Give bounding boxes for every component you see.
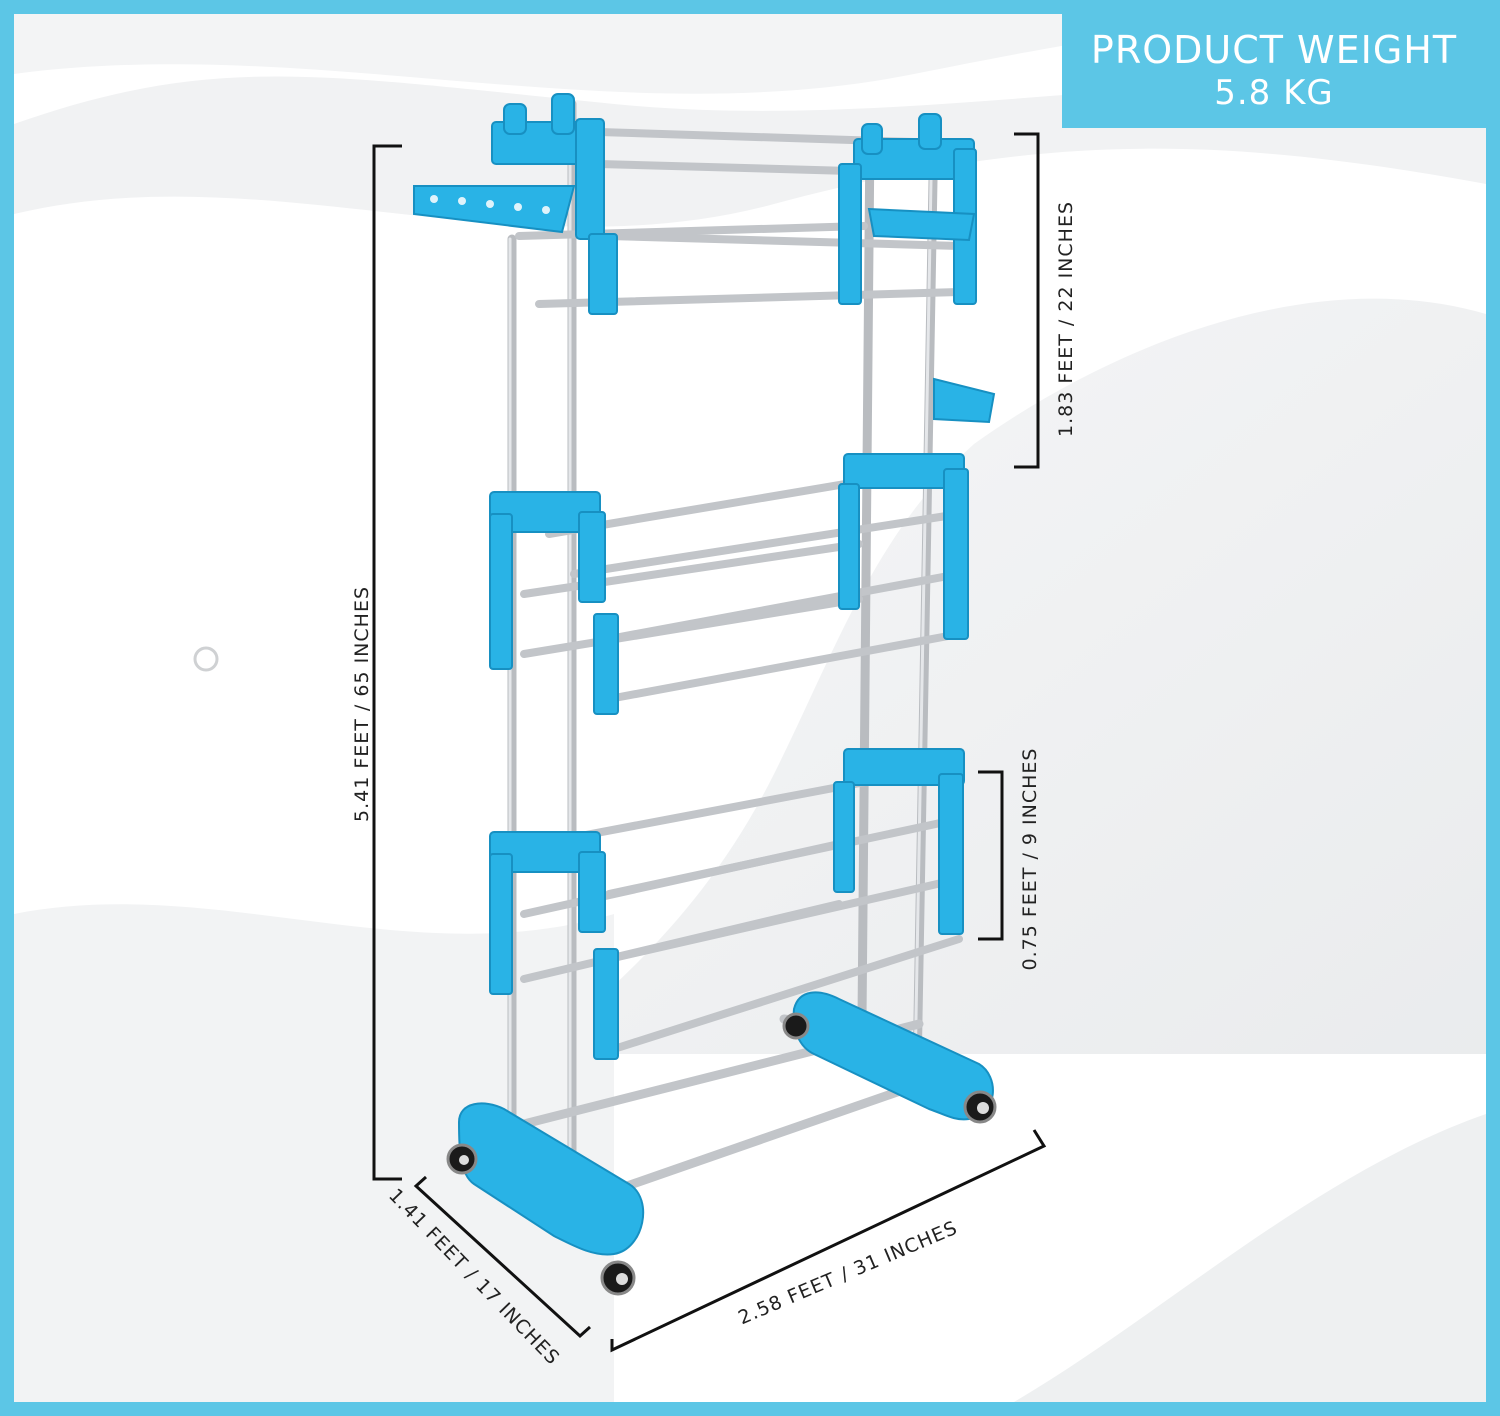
rack-frame xyxy=(413,93,997,1296)
product-weight-label: PRODUCT WEIGHT xyxy=(1090,28,1458,72)
height-dimension-label: 5.41 FEET / 65 INCHES xyxy=(351,585,373,823)
dimension-lines xyxy=(372,132,1047,1353)
product-weight-value: 5.8 KG xyxy=(1214,73,1334,113)
top-section-dimension-label: 1.83 FEET / 22 INCHES xyxy=(1055,200,1077,438)
drying-rack-illustration xyxy=(372,93,1047,1353)
product-weight-badge: PRODUCT WEIGHT 5.8 KG xyxy=(1062,14,1486,128)
tier-gap-dimension-label: 0.75 FEET / 9 INCHES xyxy=(1019,747,1041,971)
